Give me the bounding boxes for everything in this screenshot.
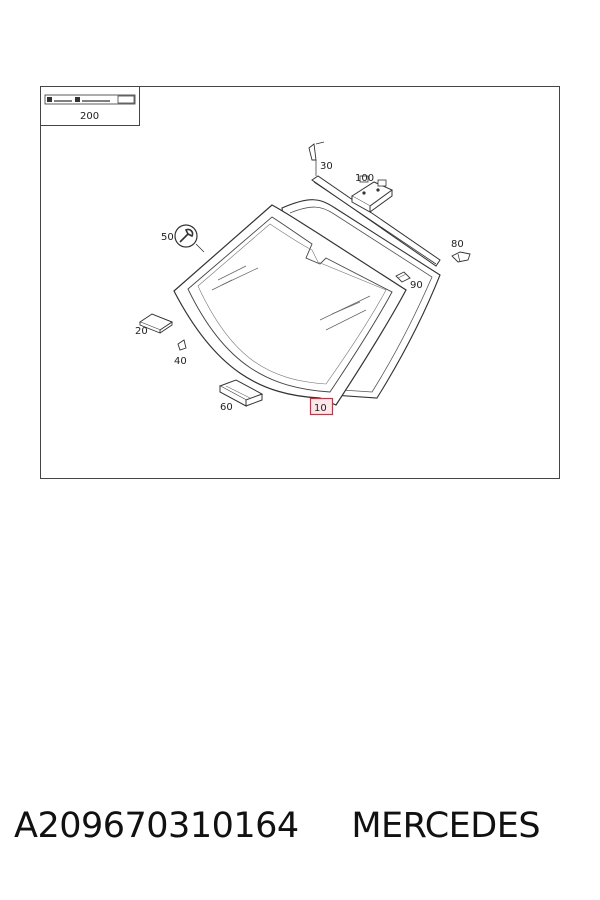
legend-box: 200 (40, 86, 140, 126)
callout-10: 10 (314, 403, 327, 414)
block-part (218, 379, 264, 407)
diagram-frame (40, 86, 560, 479)
highlight-box (309, 397, 334, 416)
windshield-glass (173, 204, 407, 406)
clip-part (451, 251, 471, 263)
callout-10-highlight: 10 (309, 397, 334, 416)
parts-diagram: 200 (40, 86, 560, 479)
sensor-part (395, 271, 411, 283)
callout-50: 50 (161, 232, 174, 243)
strip-part (308, 141, 441, 267)
legend-ref-label: 200 (80, 111, 99, 122)
pad-part (138, 313, 174, 334)
callout-40: 40 (174, 356, 187, 367)
small-clip-part (177, 339, 187, 351)
callout-60: 60 (220, 402, 233, 413)
callout-30: 30 (320, 161, 333, 172)
wrench-icon (174, 224, 205, 253)
bracket-part (351, 175, 393, 213)
windshield-outline-rear (281, 199, 441, 399)
callout-90: 90 (410, 280, 423, 291)
brand-name: MERCEDES (351, 806, 541, 846)
callout-20: 20 (135, 326, 148, 337)
callout-80: 80 (451, 239, 464, 250)
part-number: A209670310164 (14, 806, 299, 846)
part-caption: A209670310164 MERCEDES (14, 806, 594, 856)
callout-100: 100 (355, 173, 374, 184)
